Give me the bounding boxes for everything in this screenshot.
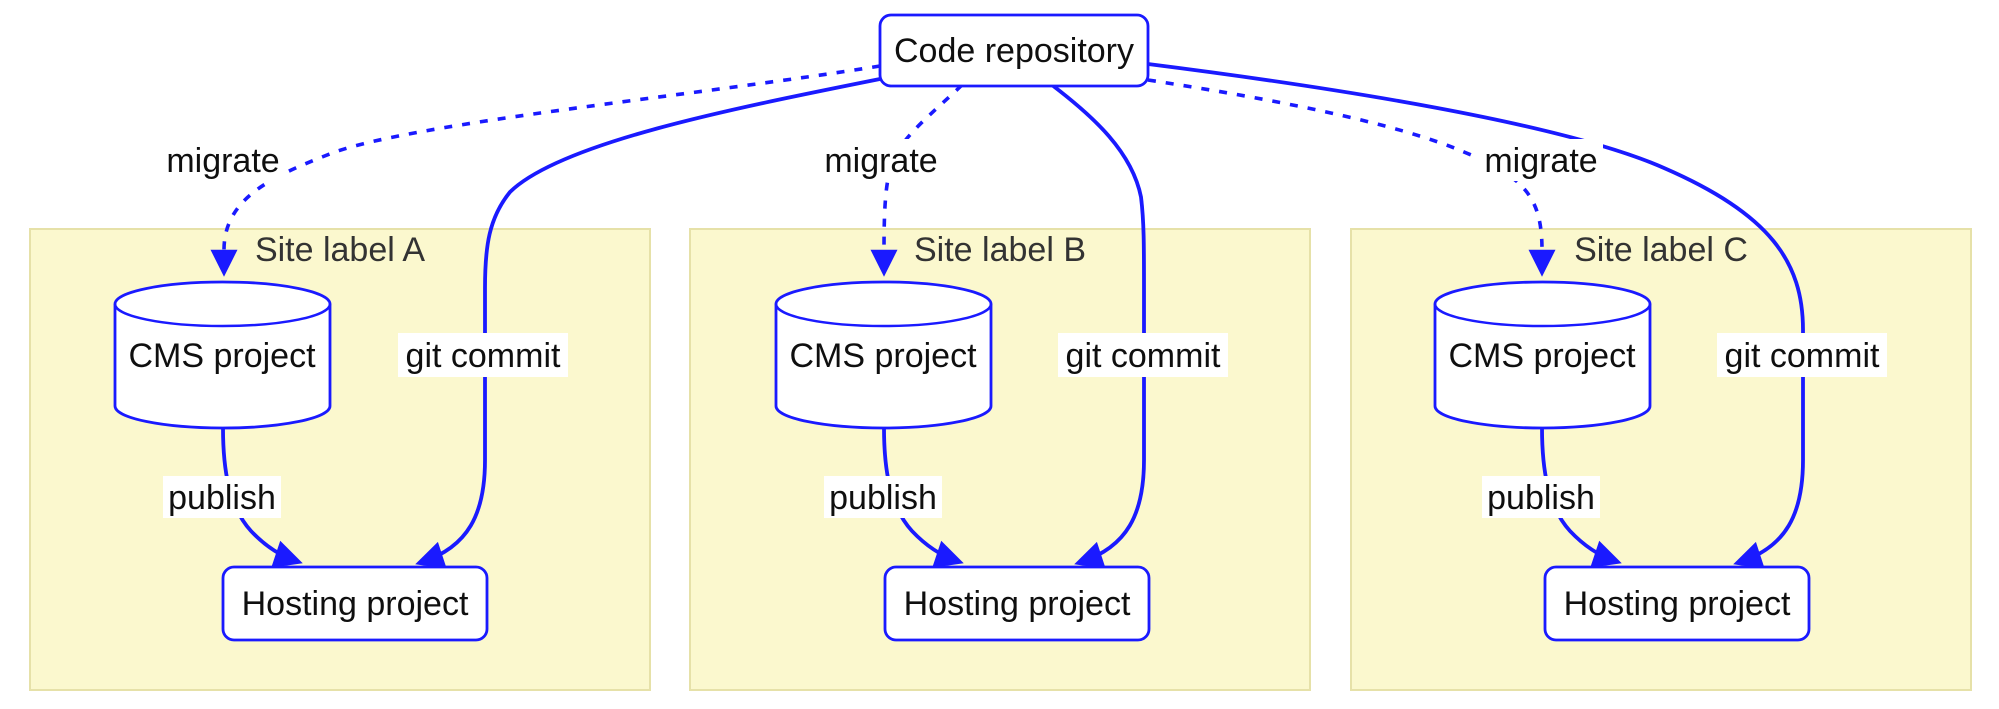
edge-label-bg: [1058, 333, 1228, 377]
node-cms-c: CMS project: [1433, 280, 1652, 430]
subgraph-title-site-c: Site label C: [1574, 231, 1748, 269]
subgraph-title-site-a: Site label A: [255, 231, 425, 269]
cylinder-rim: [1433, 303, 1652, 328]
cylinder-shape: [113, 280, 332, 430]
edge-label-text: publish: [168, 479, 276, 517]
node-hosting-a-label: Hosting project: [242, 585, 469, 623]
edge-label-bg: [1482, 476, 1600, 518]
edge-label-migrate-b: migrate: [819, 139, 943, 181]
subgraph-title-site-b: Site label B: [914, 231, 1086, 269]
node-cms-b-label: CMS project: [789, 337, 977, 375]
edge-git-commit-a: [415, 77, 881, 569]
edge-label-text: migrate: [1484, 142, 1597, 180]
node-hosting-c-label: Hosting project: [1564, 585, 1791, 623]
edge-label-text: migrate: [166, 142, 279, 180]
edge-git-commit-b: [1050, 83, 1146, 569]
edge-label-text: git commit: [1066, 337, 1221, 375]
cylinder-shape: [774, 280, 993, 430]
node-cms-b: CMS project: [774, 280, 993, 430]
node-code-repository: Code repository: [878, 13, 1150, 88]
edge-publish-a: [221, 427, 303, 568]
node-hosting-c-shape: [1543, 565, 1811, 642]
edge-label-migrate-a: migrate: [161, 139, 285, 181]
node-hosting-a: Hosting project: [221, 565, 489, 642]
node-hosting-b-label: Hosting project: [904, 585, 1131, 623]
edge-label-bg: [819, 139, 943, 181]
edge-label-text: publish: [829, 479, 937, 517]
edge-label-text: publish: [1487, 479, 1595, 517]
edge-label-bg: [824, 476, 942, 518]
edge-label-publish-b: publish: [824, 476, 942, 518]
edge-label-git-commit-a: git commit: [398, 333, 568, 377]
node-cms-c-label: CMS project: [1448, 337, 1636, 375]
edge-label-git-commit-b: git commit: [1058, 333, 1228, 377]
edge-label-publish-c: publish: [1482, 476, 1600, 518]
cylinder-rim: [774, 303, 993, 328]
node-hosting-a-shape: [221, 565, 489, 642]
edge-publish-c: [1540, 427, 1622, 568]
node-cms-a: CMS project: [113, 280, 332, 430]
edge-migrate-c: [1147, 78, 1556, 277]
node-hosting-b: Hosting project: [883, 565, 1151, 642]
edge-label-publish-a: publish: [163, 476, 281, 518]
edge-git-commit-c: [1147, 62, 1805, 569]
edge-label-text: git commit: [1725, 337, 1880, 375]
edge-label-bg: [163, 476, 281, 518]
edge-label-git-commit-c: git commit: [1717, 333, 1887, 377]
edge-label-bg: [1479, 139, 1603, 181]
edge-label-text: migrate: [824, 142, 937, 180]
node-hosting-b-shape: [883, 565, 1151, 642]
node-code-repository-shape: [878, 13, 1150, 88]
edge-publish-b: [882, 427, 964, 568]
cylinder-rim: [113, 303, 332, 328]
node-code-repository-label: Code repository: [894, 32, 1134, 70]
edge-label-bg: [161, 139, 285, 181]
edge-label-bg: [398, 333, 568, 377]
edge-label-bg: [1717, 333, 1887, 377]
edge-label-text: git commit: [406, 337, 561, 375]
edge-label-migrate-c: migrate: [1479, 139, 1603, 181]
node-hosting-c: Hosting project: [1543, 565, 1811, 642]
node-cms-a-label: CMS project: [128, 337, 316, 375]
cylinder-shape: [1433, 280, 1652, 430]
edge-migrate-b: [870, 83, 964, 277]
